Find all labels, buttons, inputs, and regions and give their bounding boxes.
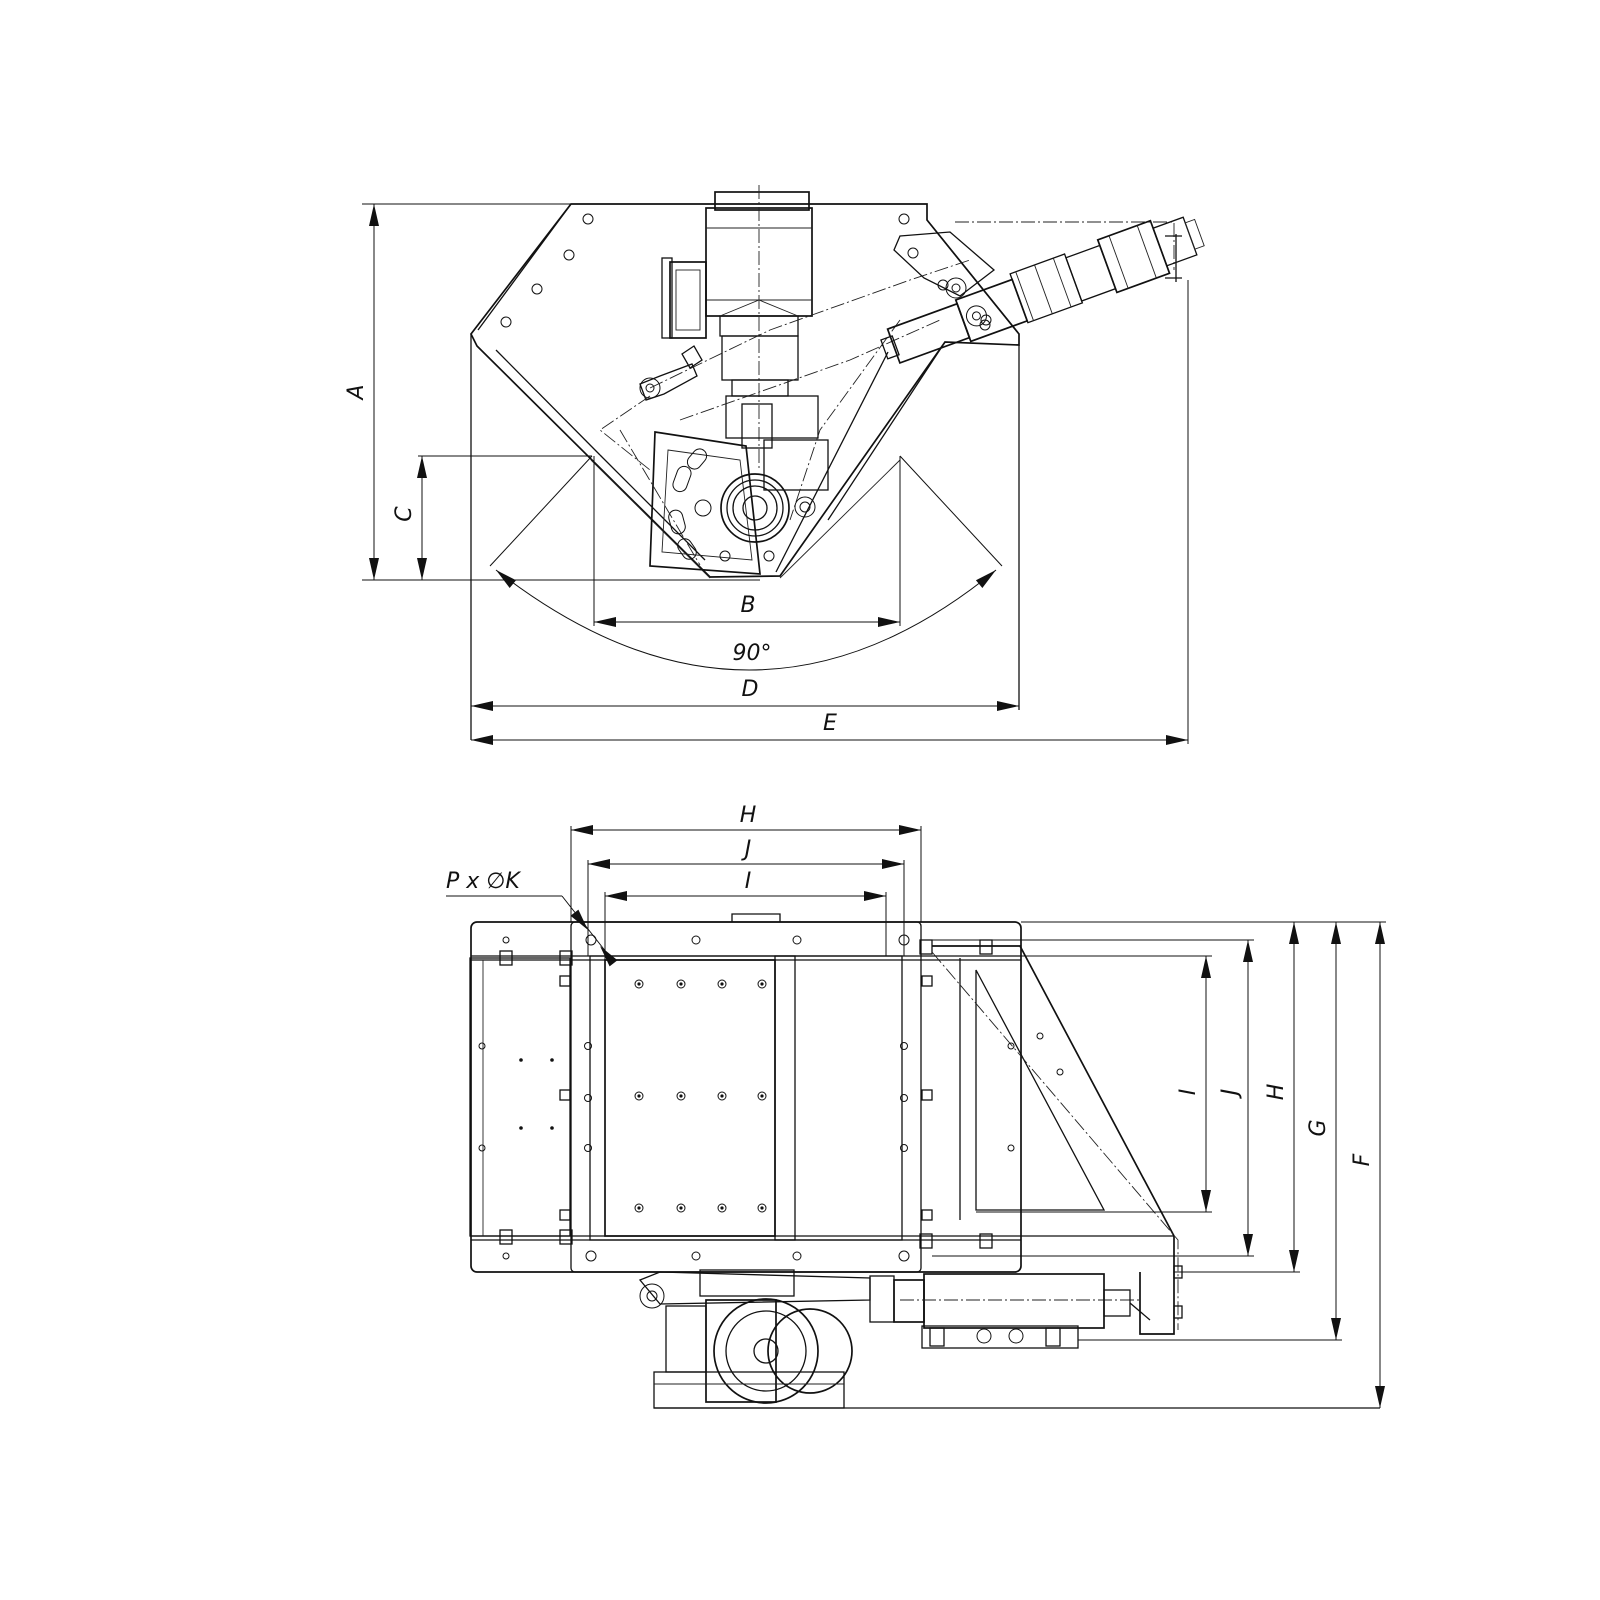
dimension-f-label: F xyxy=(1350,1153,1375,1166)
dimension-d-label: D xyxy=(742,677,759,702)
dimension-h-vertical-label: H xyxy=(1264,1084,1289,1101)
hole-callout-leader xyxy=(446,895,618,967)
dimension-d xyxy=(471,701,1019,711)
dimension-c xyxy=(417,455,592,580)
dimension-j-horizontal xyxy=(587,859,905,956)
bracket xyxy=(931,945,1183,1335)
dimension-c-label: C xyxy=(392,506,417,522)
dimension-j-vertical xyxy=(932,939,1254,1257)
hopper-body xyxy=(470,203,1020,740)
dimension-h-horizontal xyxy=(570,825,922,922)
dimension-e-label: E xyxy=(823,711,837,736)
actuator-lever-left xyxy=(639,345,703,401)
dimension-f xyxy=(1342,921,1386,1408)
rail-bolts xyxy=(499,939,993,1249)
pneumatic-actuator xyxy=(880,216,1205,365)
plate-holes xyxy=(634,979,767,1213)
actuator-underside xyxy=(869,1273,1151,1349)
hole-callout-label: P x ∅K xyxy=(446,869,521,894)
angle-label: 90° xyxy=(733,641,772,666)
dimension-i-vertical-label: I xyxy=(1176,1089,1201,1096)
dimension-i-vertical xyxy=(932,955,1212,1213)
frame xyxy=(469,921,1022,1273)
gate-plate xyxy=(649,431,816,575)
junction-box xyxy=(661,257,707,339)
swing-envelope xyxy=(599,221,1175,566)
dimension-i-horizontal-label: I xyxy=(745,869,752,894)
hopper-bolt-holes xyxy=(500,213,991,331)
dimension-g xyxy=(1078,921,1342,1341)
dimension-e xyxy=(471,280,1189,745)
dimension-b xyxy=(593,456,901,627)
dimension-j-horizontal-label: J xyxy=(741,837,752,862)
flange-holes xyxy=(478,934,1015,1262)
motor xyxy=(705,185,829,491)
bottom-view: H J I P x ∅K xyxy=(446,803,1386,1409)
angle-arc xyxy=(489,455,1003,671)
dimension-g-label: G xyxy=(1306,1119,1331,1136)
dimension-b-label: B xyxy=(740,593,755,618)
top-boss xyxy=(731,913,781,922)
top-view: A C B 90° xyxy=(344,185,1205,745)
dimension-h-vertical xyxy=(1021,921,1300,1273)
dimension-j-vertical-label: J xyxy=(1218,1089,1243,1100)
motor-underside xyxy=(638,1269,1380,1409)
actuator-bracket xyxy=(893,231,1182,326)
dimension-a-label: A xyxy=(344,384,369,401)
dimension-a xyxy=(362,203,760,581)
dimension-h-horizontal-label: H xyxy=(740,803,757,828)
dimension-i-horizontal xyxy=(604,891,887,960)
